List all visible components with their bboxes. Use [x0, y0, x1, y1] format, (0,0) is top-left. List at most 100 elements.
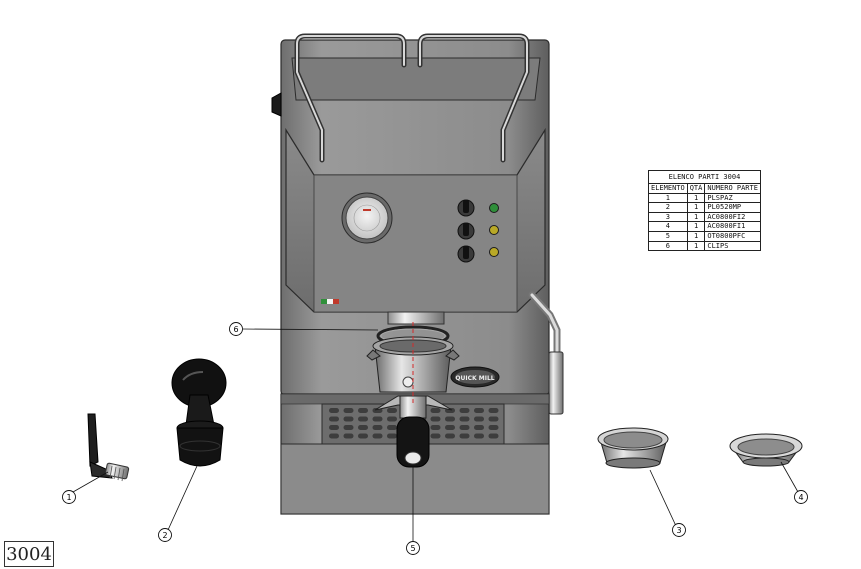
grate-hole [430, 433, 441, 439]
callout-3: 3 [672, 523, 686, 537]
cell-elemento: 4 [648, 221, 688, 232]
cell-numero-parte: OT0800PFC [704, 230, 761, 242]
cell-qta: 1 [686, 221, 706, 232]
grate-hole [488, 408, 499, 413]
cell-elemento: 6 [648, 240, 688, 252]
grate-hole [430, 416, 441, 422]
cell-elemento: 3 [648, 211, 688, 223]
grate-hole [329, 425, 339, 430]
table-row: 4 1 AC0800FI1 [648, 221, 761, 232]
grate-hole [430, 408, 441, 413]
grate-hole [459, 433, 470, 439]
table-row: 6 1 CLIPS [648, 240, 761, 252]
leader-lines [72, 328, 799, 545]
grate-hole [459, 425, 470, 430]
grate-hole [430, 425, 441, 430]
callout-4: 4 [794, 490, 808, 504]
lamp-green [489, 203, 499, 213]
cell-elemento: 2 [648, 202, 688, 213]
cell-numero-parte: CLIPS [704, 240, 761, 252]
grate-hole [474, 416, 484, 422]
grate-hole [358, 416, 368, 422]
grate-hole [343, 416, 354, 422]
cell-qta: 1 [686, 240, 706, 252]
toggle-switches [457, 199, 475, 263]
cell-qta: 1 [686, 202, 706, 213]
grate-hole [387, 416, 397, 422]
callout-2: 2 [158, 528, 172, 542]
table-row: 3 1 AC0800FI2 [648, 211, 761, 223]
cell-numero-parte: PL0520MP [704, 202, 761, 213]
callout-6: 6 [229, 322, 243, 336]
table-row: 5 1 OT0800PFC [648, 230, 761, 242]
drawing-code-label: 3004 [4, 541, 54, 567]
header-qta: QTÀ [686, 183, 706, 194]
brand-logo-text: QUICK MILL [455, 375, 494, 382]
grate-hole [474, 425, 484, 430]
espresso-machine: QUICK MILL [271, 33, 564, 515]
grate-hole [343, 408, 354, 413]
part-4-filter-basket [729, 433, 803, 467]
pressure-gauge [341, 192, 393, 244]
part-1-spacer-lever [87, 413, 130, 482]
lamp-yellow-1 [489, 225, 499, 235]
parts-list-header-row: ELEMENTO QTÀ NUMERO PARTE [648, 183, 761, 194]
grate-hole [358, 425, 368, 430]
svg-text:1: 1 [66, 493, 71, 502]
svg-text:5: 5 [410, 544, 415, 553]
cell-numero-parte: PLSPAZ [704, 192, 761, 204]
grate-hole [372, 433, 383, 439]
cell-qta: 1 [686, 211, 706, 223]
grate-hole [372, 416, 383, 422]
cell-numero-parte: AC0800FI2 [704, 211, 761, 223]
callout-1: 1 [62, 490, 76, 504]
part-2-tamper [171, 358, 227, 467]
grate-hole [445, 433, 455, 439]
grate-hole [358, 408, 368, 413]
cell-qta: 1 [686, 230, 706, 242]
table-row: 1 1 PLSPAZ [648, 192, 761, 204]
grate-hole [343, 433, 354, 439]
side-knob [271, 92, 282, 117]
grate-hole [329, 416, 339, 422]
grate-hole [459, 416, 470, 422]
grate-hole [445, 416, 455, 422]
part-3-filter-basket [597, 427, 669, 469]
group-head [387, 311, 445, 325]
grate-hole [387, 408, 397, 413]
grate-hole [488, 425, 499, 430]
steam-wand [528, 291, 564, 415]
parts-list-table: ELENCO PARTI 3004 ELEMENTO QTÀ NUMERO PA… [648, 170, 761, 252]
header-numero-parte: NUMERO PARTE [704, 183, 761, 194]
svg-text:3: 3 [676, 526, 681, 535]
parts-list-title: ELENCO PARTI 3004 [648, 170, 761, 183]
grate-hole [343, 425, 354, 430]
svg-text:4: 4 [798, 493, 803, 502]
grate-hole [488, 416, 499, 422]
cell-elemento: 1 [648, 192, 688, 204]
cell-numero-parte: AC0800FI1 [704, 221, 761, 232]
grate-hole [445, 425, 455, 430]
grate-hole [329, 408, 339, 413]
cup-tray [291, 57, 541, 101]
lamp-yellow-2 [489, 247, 499, 257]
grate-hole [387, 425, 397, 430]
svg-text:2: 2 [162, 531, 167, 540]
brand-logo: QUICK MILL [450, 366, 500, 388]
grate-hole [387, 433, 397, 439]
flag-badge [321, 299, 339, 304]
grate-hole [459, 408, 470, 413]
header-elemento: ELEMENTO [648, 183, 688, 194]
grate-hole [329, 433, 339, 439]
table-row: 2 1 PL0520MP [648, 202, 761, 213]
callout-5: 5 [406, 541, 420, 555]
svg-text:6: 6 [233, 325, 238, 334]
cell-qta: 1 [686, 192, 706, 204]
grate-hole [474, 433, 484, 439]
grate-hole [474, 408, 484, 413]
grate-hole [358, 433, 368, 439]
grate-hole [488, 433, 499, 439]
grate-hole [372, 425, 383, 430]
cell-elemento: 5 [648, 230, 688, 242]
